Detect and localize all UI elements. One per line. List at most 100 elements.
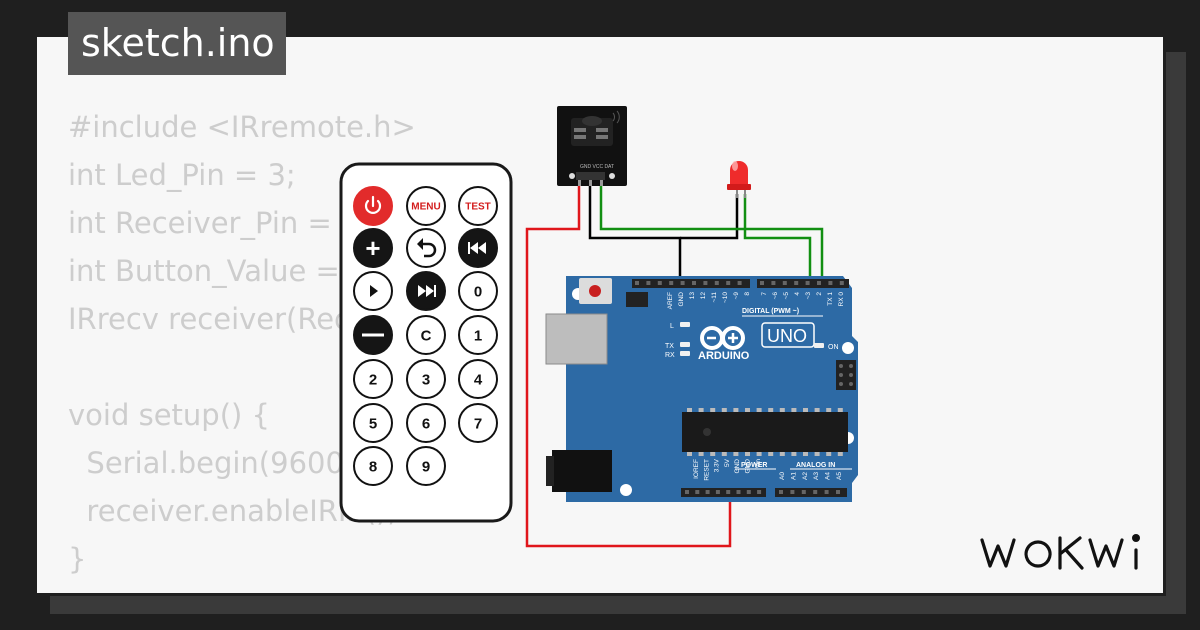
digital-header-right xyxy=(757,279,849,288)
eight-button[interactable]: 8 xyxy=(353,446,393,486)
rx-led xyxy=(680,351,690,356)
sketch-filename-tab[interactable]: sketch.ino xyxy=(68,12,286,75)
reset-button[interactable] xyxy=(579,278,612,304)
test-button[interactable]: TEST xyxy=(458,186,498,226)
power-header-label: POWER xyxy=(741,462,767,469)
code-line: Serial.begin(9600); xyxy=(68,446,366,480)
header-pin[interactable] xyxy=(824,490,829,494)
header-pin[interactable] xyxy=(757,490,762,494)
pin-label: A3 xyxy=(813,472,820,480)
header-pin[interactable] xyxy=(828,281,833,285)
minus-icon xyxy=(362,333,384,337)
one-button[interactable]: 1 xyxy=(458,315,498,355)
seven-button[interactable]: 7 xyxy=(458,403,498,443)
pin-label: AREF xyxy=(667,292,674,309)
header-pin[interactable] xyxy=(736,490,741,494)
fast-forward-button[interactable] xyxy=(406,271,446,311)
digital-header-label: DIGITAL (PWM ~) xyxy=(742,308,799,315)
pin-label: ~5 xyxy=(783,292,790,300)
minus-button[interactable] xyxy=(353,315,393,355)
header-pin[interactable] xyxy=(692,281,696,285)
header-pin[interactable] xyxy=(746,490,751,494)
ground-wire-ir xyxy=(588,185,682,292)
header-pin[interactable] xyxy=(794,281,799,285)
header-pin[interactable] xyxy=(801,490,806,494)
nine-button[interactable]: 9 xyxy=(406,446,446,486)
header-pin[interactable] xyxy=(771,281,776,285)
pin-label: 2 xyxy=(816,292,823,296)
header-pin[interactable] xyxy=(703,281,708,285)
pin-label: ~6 xyxy=(772,292,779,300)
rewind-button[interactable] xyxy=(458,228,498,268)
pin-label: ~9 xyxy=(733,292,740,300)
digital-header-left xyxy=(632,279,750,288)
header-pin[interactable] xyxy=(839,281,844,285)
header-pin[interactable] xyxy=(813,490,818,494)
header-pin[interactable] xyxy=(726,490,731,494)
five-button[interactable]: 5 xyxy=(353,403,393,443)
three-button-label: 3 xyxy=(422,371,430,388)
play-icon xyxy=(370,285,378,297)
header-pin[interactable] xyxy=(695,490,700,494)
red-led[interactable] xyxy=(727,161,751,198)
header-pin[interactable] xyxy=(805,281,810,285)
header-pin[interactable] xyxy=(836,490,840,494)
zero-button[interactable]: 0 xyxy=(458,271,498,311)
header-pin[interactable] xyxy=(817,281,821,285)
header-pin[interactable] xyxy=(782,281,787,285)
pin-label: 13 xyxy=(689,292,696,300)
header-pin[interactable] xyxy=(646,281,651,285)
uno-model-label: UNO xyxy=(767,326,807,346)
header-pin[interactable] xyxy=(779,490,783,494)
header-pin[interactable] xyxy=(715,490,720,494)
code-line: int Button_Value = 0; xyxy=(68,254,378,288)
pin-label: 3.3V xyxy=(714,458,721,472)
code-line: void setup() { xyxy=(68,398,270,432)
pin-label: GND xyxy=(745,459,752,474)
header-pin[interactable] xyxy=(760,281,764,285)
header-pin[interactable] xyxy=(790,490,795,494)
ir-receiver-module[interactable]: GND VCC DAT xyxy=(557,106,627,186)
signal-wire-ir xyxy=(599,185,824,285)
header-pin[interactable] xyxy=(685,490,689,494)
header-pin[interactable] xyxy=(726,281,731,285)
pin-label: ~11 xyxy=(711,292,718,303)
header-pin[interactable] xyxy=(714,281,719,285)
usb-port xyxy=(545,313,608,365)
header-pin[interactable] xyxy=(705,490,710,494)
signal-wire-led xyxy=(743,194,812,285)
header-pin[interactable] xyxy=(657,281,662,285)
c-button[interactable]: C xyxy=(406,315,446,355)
header-pin[interactable] xyxy=(680,281,685,285)
three-button[interactable]: 3 xyxy=(406,359,446,399)
power-button[interactable] xyxy=(353,186,393,226)
ground-wire-led xyxy=(680,194,739,240)
six-button[interactable]: 6 xyxy=(406,403,446,443)
menu-button[interactable]: MENU xyxy=(406,186,446,226)
arduino-brand-label: ARDUINO xyxy=(698,350,750,362)
eight-button-label: 8 xyxy=(369,458,377,475)
header-pin[interactable] xyxy=(737,281,742,285)
header-pin[interactable] xyxy=(669,281,674,285)
zero-button-label: 0 xyxy=(474,283,482,300)
five-button-label: 5 xyxy=(369,415,377,432)
play-button[interactable] xyxy=(353,271,393,311)
header-pin[interactable] xyxy=(635,281,639,285)
l-led-label: L xyxy=(670,323,674,330)
back-button[interactable] xyxy=(406,228,446,268)
pin-label: A0 xyxy=(779,472,786,480)
power-header xyxy=(681,488,766,497)
two-button-label: 2 xyxy=(369,371,377,388)
atmega-chip xyxy=(682,408,848,456)
on-led xyxy=(814,343,824,348)
six-button-label: 6 xyxy=(422,415,430,432)
pin-label: ~3 xyxy=(805,292,812,300)
four-button[interactable]: 4 xyxy=(458,359,498,399)
two-button[interactable]: 2 xyxy=(353,359,393,399)
code-line: int Led_Pin = 3; xyxy=(68,158,296,192)
plus-button[interactable]: + xyxy=(353,228,393,268)
